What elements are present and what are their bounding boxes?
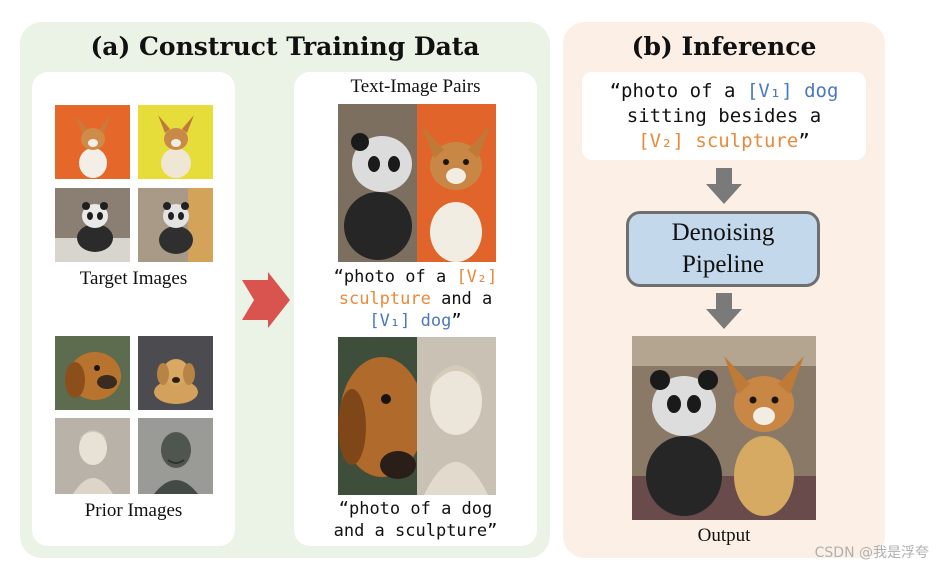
inference-prompt: “photo of a [V₁] dog sitting besides a [… xyxy=(582,79,866,154)
prompt-token-v2-sculpture: [V₂] sculpture xyxy=(638,130,799,152)
pipeline-label-line1: Denoising xyxy=(671,219,775,246)
pair-image-panda-corgi xyxy=(338,104,496,262)
pair-image-dog-sculpture xyxy=(338,337,496,495)
prior-image-dog-1 xyxy=(55,336,130,410)
target-image-panda-2 xyxy=(138,188,213,262)
prompt-line2: sitting besides a xyxy=(626,105,822,127)
pair1-token-v2: [V₂] xyxy=(456,267,498,287)
pair1-caption: “photo of a [V₂] sculpture and a [V₁] do… xyxy=(294,266,537,332)
target-image-panda-1 xyxy=(55,188,130,262)
target-image-corgi-2 xyxy=(138,105,213,179)
prior-image-dog-2 xyxy=(138,336,213,410)
pair2-line1: “photo of a dog xyxy=(338,499,493,519)
red-arrow-icon xyxy=(242,272,290,328)
denoising-pipeline-box: Denoising Pipeline xyxy=(626,211,820,287)
pair1-and-a: and a xyxy=(430,289,493,309)
watermark: CSDN @我是浮夸 xyxy=(814,545,929,561)
inference-prompt-card xyxy=(582,72,866,160)
pair1-q-close: ” xyxy=(451,311,462,331)
down-arrow-icon xyxy=(706,168,742,204)
prior-images-caption: Prior Images xyxy=(84,500,183,521)
panel-b-title: (b) Inference xyxy=(631,32,817,61)
prompt-token-v1-dog: [V₁] dog xyxy=(746,80,839,102)
pair1-word-sculpture: sculpture xyxy=(338,289,431,309)
pair2-caption: “photo of a dog and a sculpture” xyxy=(294,498,537,542)
down-arrow-icon xyxy=(706,293,742,329)
prior-image-sculpture-2 xyxy=(138,418,213,494)
pair2-line2: and a sculpture” xyxy=(333,521,498,541)
prompt-q-close: ” xyxy=(798,130,810,152)
target-images-caption: Target Images xyxy=(79,268,188,289)
panel-a-title: (a) Construct Training Data xyxy=(90,32,480,61)
pipeline-label-line2: Pipeline xyxy=(682,251,764,278)
text-image-pairs-title: Text-Image Pairs xyxy=(350,76,481,97)
output-caption: Output xyxy=(697,525,751,546)
target-image-corgi-1 xyxy=(55,105,130,179)
pair1-q-open: “photo of a xyxy=(333,267,457,287)
prompt-q-open: “photo of a xyxy=(609,80,747,102)
pair1-token-v1-dog: [V₁] dog xyxy=(369,311,452,331)
prior-image-sculpture-1 xyxy=(55,418,130,494)
output-image-panda-and-corgi xyxy=(632,336,816,520)
